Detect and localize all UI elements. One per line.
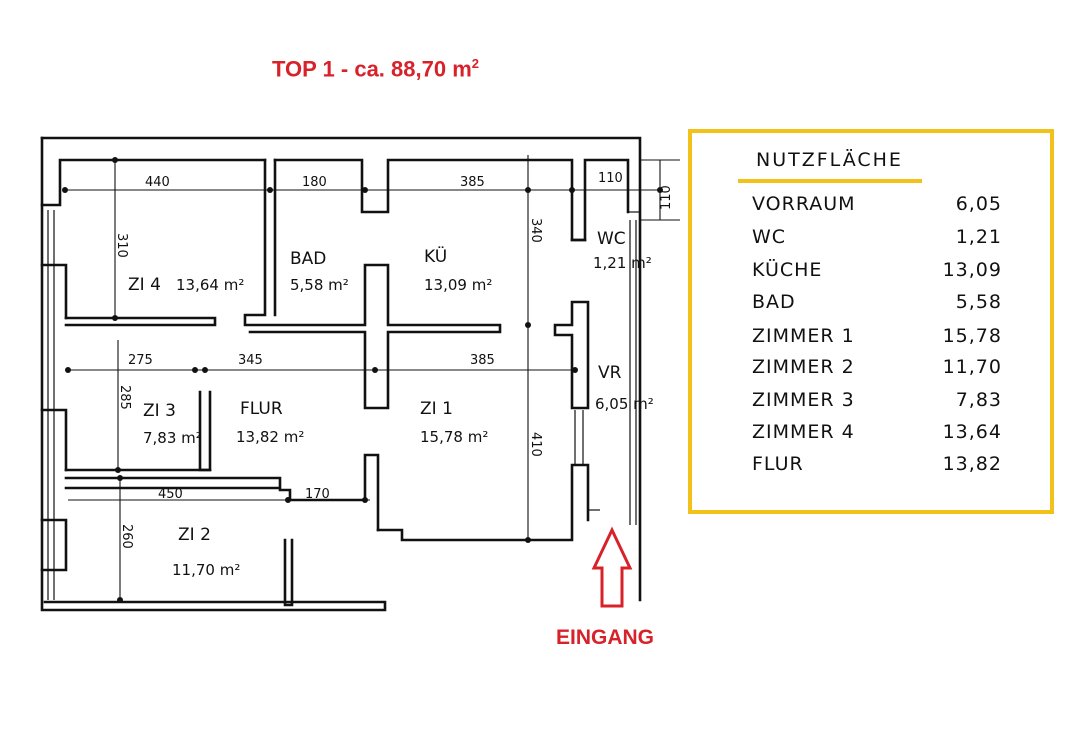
dim-label: 310 <box>114 233 129 258</box>
legend-row-value: 7,83 <box>955 389 1002 411</box>
dimension-lines <box>65 155 680 600</box>
legend-row-name: VORRAUM <box>752 193 856 215</box>
room-name-zi2: ZI 2 <box>178 525 211 545</box>
room-name-zi4: ZI 4 <box>128 275 161 295</box>
legend-row: ZIMMER 1 15,78 <box>752 325 1002 355</box>
room-area-zi3: 7,83 m² <box>143 429 202 447</box>
room-area-kueche: 13,09 m² <box>424 276 492 294</box>
legend-underline <box>738 179 922 183</box>
dim-label: 180 <box>302 175 327 190</box>
plan-title: TOP 1 - ca. 88,70 m2 <box>272 56 479 82</box>
plan-title-text: TOP 1 - ca. 88,70 m <box>272 56 472 82</box>
plan-title-sup: 2 <box>471 56 479 71</box>
legend-row-value: 5,58 <box>955 291 1002 313</box>
legend-row: KÜCHE 13,09 <box>752 259 1002 289</box>
dim-label: 385 <box>460 175 485 190</box>
room-name-wc: WC <box>597 229 626 249</box>
legend-row-name: KÜCHE <box>752 259 823 281</box>
legend-row-value: 15,78 <box>942 325 1002 347</box>
dim-label: 275 <box>128 353 153 368</box>
room-area-vr: 6,05 m² <box>595 395 654 413</box>
room-name-vr: VR <box>598 363 622 383</box>
room-name-flur: FLUR <box>240 399 283 419</box>
legend-row-name: ZIMMER 2 <box>752 356 855 378</box>
legend-row-name: FLUR <box>752 453 804 475</box>
dim-label: 110 <box>659 185 674 210</box>
room-name-zi3: ZI 3 <box>143 401 176 421</box>
legend-title: NUTZFLÄCHE <box>756 149 903 171</box>
legend-row: ZIMMER 2 11,70 <box>752 356 1002 386</box>
dim-label: 340 <box>528 218 543 243</box>
legend-row: ZIMMER 3 7,83 <box>752 389 1002 419</box>
legend-row-name: ZIMMER 3 <box>752 389 855 411</box>
dim-label: 285 <box>117 385 132 410</box>
dim-label: 410 <box>528 432 543 457</box>
legend-row-value: 1,21 <box>955 226 1002 248</box>
legend-row-value: 13,09 <box>942 259 1002 281</box>
dim-label: 110 <box>598 171 623 186</box>
legend-row-value: 11,70 <box>942 356 1002 378</box>
legend-row: VORRAUM 6,05 <box>752 193 1002 223</box>
interior-walls <box>64 158 590 607</box>
room-name-kueche: KÜ <box>424 245 447 267</box>
dim-label: 450 <box>158 487 183 502</box>
legend-row-name: WC <box>752 226 787 248</box>
area-legend: NUTZFLÄCHE VORRAUM 6,05 WC 1,21 KÜCHE 13… <box>688 129 1054 514</box>
room-area-flur: 13,82 m² <box>236 428 304 446</box>
dimension-dots <box>62 157 663 603</box>
room-area-wc: 1,21 m² <box>593 254 652 272</box>
legend-row: FLUR 13,82 <box>752 453 1002 483</box>
legend-row: ZIMMER 4 13,64 <box>752 421 1002 451</box>
dim-label: 385 <box>470 353 495 368</box>
legend-row-name: ZIMMER 1 <box>752 325 855 347</box>
room-name-zi1: ZI 1 <box>420 399 453 419</box>
dim-label: 170 <box>305 487 330 502</box>
legend-row-value: 6,05 <box>955 193 1002 215</box>
room-area-zi4: 13,64 m² <box>176 276 244 294</box>
legend-row-name: ZIMMER 4 <box>752 421 855 443</box>
room-area-zi2: 11,70 m² <box>172 561 240 579</box>
legend-row: BAD 5,58 <box>752 291 1002 321</box>
room-area-zi1: 15,78 m² <box>420 428 488 446</box>
legend-row-value: 13,64 <box>942 421 1002 443</box>
dim-label: 345 <box>238 353 263 368</box>
legend-row-name: BAD <box>752 291 796 313</box>
room-name-bad: BAD <box>290 249 326 269</box>
dim-label: 440 <box>145 175 170 190</box>
legend-row-value: 13,82 <box>942 453 1002 475</box>
entrance-label: EINGANG <box>556 626 655 649</box>
entrance-arrow-icon <box>591 526 633 608</box>
window-lines <box>47 210 640 600</box>
legend-row: WC 1,21 <box>752 226 1002 256</box>
room-area-bad: 5,58 m² <box>290 276 349 294</box>
dim-label: 260 <box>119 524 134 549</box>
